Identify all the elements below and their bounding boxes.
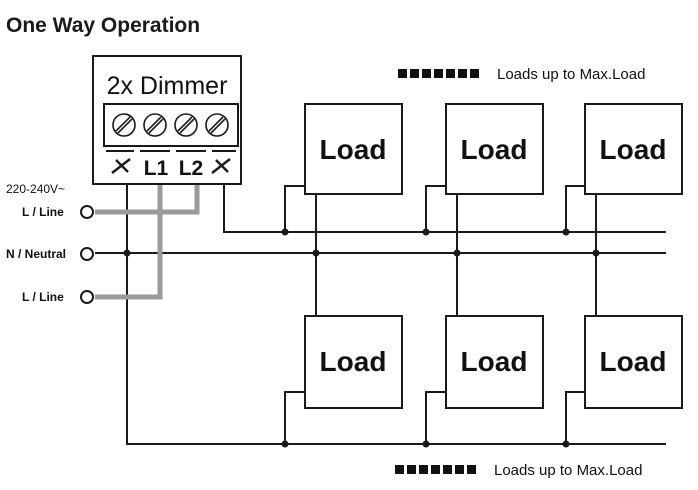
legend-squares-bottom <box>395 465 476 474</box>
load-bottom-3: Load <box>584 315 683 409</box>
legend-squares-top <box>398 69 479 78</box>
neutral-terminal <box>80 247 94 261</box>
top-output-bus <box>223 183 666 233</box>
load-bottom-1: Load <box>304 315 403 409</box>
load-label: Load <box>320 346 387 377</box>
load-top-2: Load <box>445 103 544 195</box>
junction-dots <box>123 228 600 448</box>
line1-label: L / Line <box>22 205 64 219</box>
legend-top-text: Loads up to Max.Load <box>497 66 645 83</box>
supply-wiring <box>95 180 200 300</box>
dimmer-unit: 2x Dimmer L1 <box>92 55 242 185</box>
output-wiring <box>95 183 666 445</box>
switched-output-icon <box>211 158 231 174</box>
load-label: Load <box>461 346 528 377</box>
supply-terminals <box>80 205 94 304</box>
line1-terminal <box>80 205 94 219</box>
switched-output-icon <box>111 158 131 174</box>
bottom-output-bus <box>126 183 666 445</box>
load-top-1: Load <box>304 103 403 195</box>
line2-label: L / Line <box>22 290 64 304</box>
load-bottom-2: Load <box>445 315 544 409</box>
neutral-label: N / Neutral <box>6 247 66 261</box>
line2-terminal <box>80 290 94 304</box>
legend-bottom: Loads up to Max.Load <box>395 462 642 479</box>
load-label: Load <box>600 134 667 165</box>
legend-top: Loads up to Max.Load <box>398 66 645 83</box>
legend-bottom-text: Loads up to Max.Load <box>494 462 642 479</box>
line1-wire <box>95 180 200 215</box>
voltage-label: 220-240V~ <box>6 182 65 196</box>
screw-terminal-icon <box>112 113 229 137</box>
load-top-3: Load <box>584 103 683 195</box>
dimmer-title: 2x Dimmer <box>107 72 228 100</box>
line2-wire <box>95 180 163 300</box>
terminal-label-l1: L1 <box>144 157 169 180</box>
load-label: Load <box>461 134 528 165</box>
load-label: Load <box>320 134 387 165</box>
load-label: Load <box>600 346 667 377</box>
terminal-label-l2: L2 <box>179 157 204 180</box>
page-title: One Way Operation <box>6 14 200 37</box>
